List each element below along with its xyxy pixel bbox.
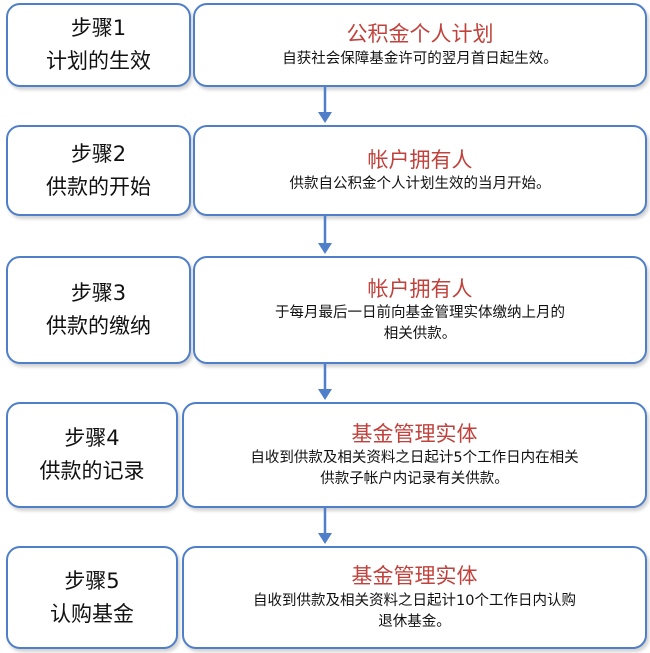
step-2-role: 帐户拥有人 [367, 147, 473, 172]
step-3-description-line-2: 相关供款。 [383, 326, 457, 343]
step-3-detail-box: 帐户拥有人 于每月最后一日前向基金管理实体缴纳上月的 相关供款。 [193, 256, 647, 364]
arrow-down-icon [318, 87, 332, 123]
step-4-box: 步骤4 供款的记录 [6, 402, 178, 508]
step-5-label: 步骤5 [64, 568, 120, 593]
step-4-description-line-2: 供款子帐户内记录有关供款。 [320, 471, 509, 488]
step-3-role: 帐户拥有人 [367, 276, 473, 301]
step-5-role: 基金管理实体 [351, 564, 478, 589]
step-4-title: 供款的记录 [39, 459, 145, 483]
step-1-title: 计划的生效 [46, 49, 151, 73]
step-2-detail-box: 帐户拥有人 供款自公积金个人计划生效的当月开始。 [193, 125, 647, 216]
step-1-label: 步骤1 [70, 16, 127, 41]
step-1-role: 公积金个人计划 [346, 22, 494, 47]
arrow-down-icon [318, 364, 332, 400]
step-2-description-line-1: 供款自公积金个人计划生效的当月开始。 [289, 176, 551, 193]
step-3-title: 供款的缴纳 [46, 314, 151, 338]
step-5-box: 步骤5 认购基金 [6, 546, 178, 649]
step-5-detail-box: 基金管理实体 自收到供款及相关资料之日起计10个工作日内认购 退休基金。 [182, 546, 647, 649]
step-2-box: 步骤2 供款的开始 [6, 125, 191, 216]
step-4-label: 步骤4 [64, 426, 120, 451]
step-5-description-line-2: 退休基金。 [378, 613, 451, 630]
step-5-title: 认购基金 [50, 601, 134, 626]
arrow-down-icon [318, 508, 332, 544]
step-3-box: 步骤3 供款的缴纳 [6, 256, 191, 364]
step-1-box: 步骤1 计划的生效 [6, 3, 191, 87]
step-2-label: 步骤2 [70, 141, 127, 166]
step-4-description-line-1: 自收到供款及相关资料之日起计5个工作日内在相关 [250, 450, 579, 467]
step-2-title: 供款的开始 [46, 174, 151, 199]
arrow-down-icon [318, 216, 332, 254]
step-3-label: 步骤3 [70, 281, 127, 306]
step-4-role: 基金管理实体 [351, 421, 478, 446]
step-3-description-line-1: 于每月最后一日前向基金管理实体缴纳上月的 [275, 305, 565, 322]
step-1-detail-box: 公积金个人计划 自获社会保障基金许可的翌月首日起生效。 [193, 3, 647, 87]
step-1-description-line-1: 自获社会保障基金许可的翌月首日起生效。 [282, 50, 558, 67]
step-5-description-line-1: 自收到供款及相关资料之日起计10个工作日内认购 [253, 592, 576, 609]
step-4-detail-box: 基金管理实体 自收到供款及相关资料之日起计5个工作日内在相关 供款子帐户内记录有… [182, 402, 647, 508]
